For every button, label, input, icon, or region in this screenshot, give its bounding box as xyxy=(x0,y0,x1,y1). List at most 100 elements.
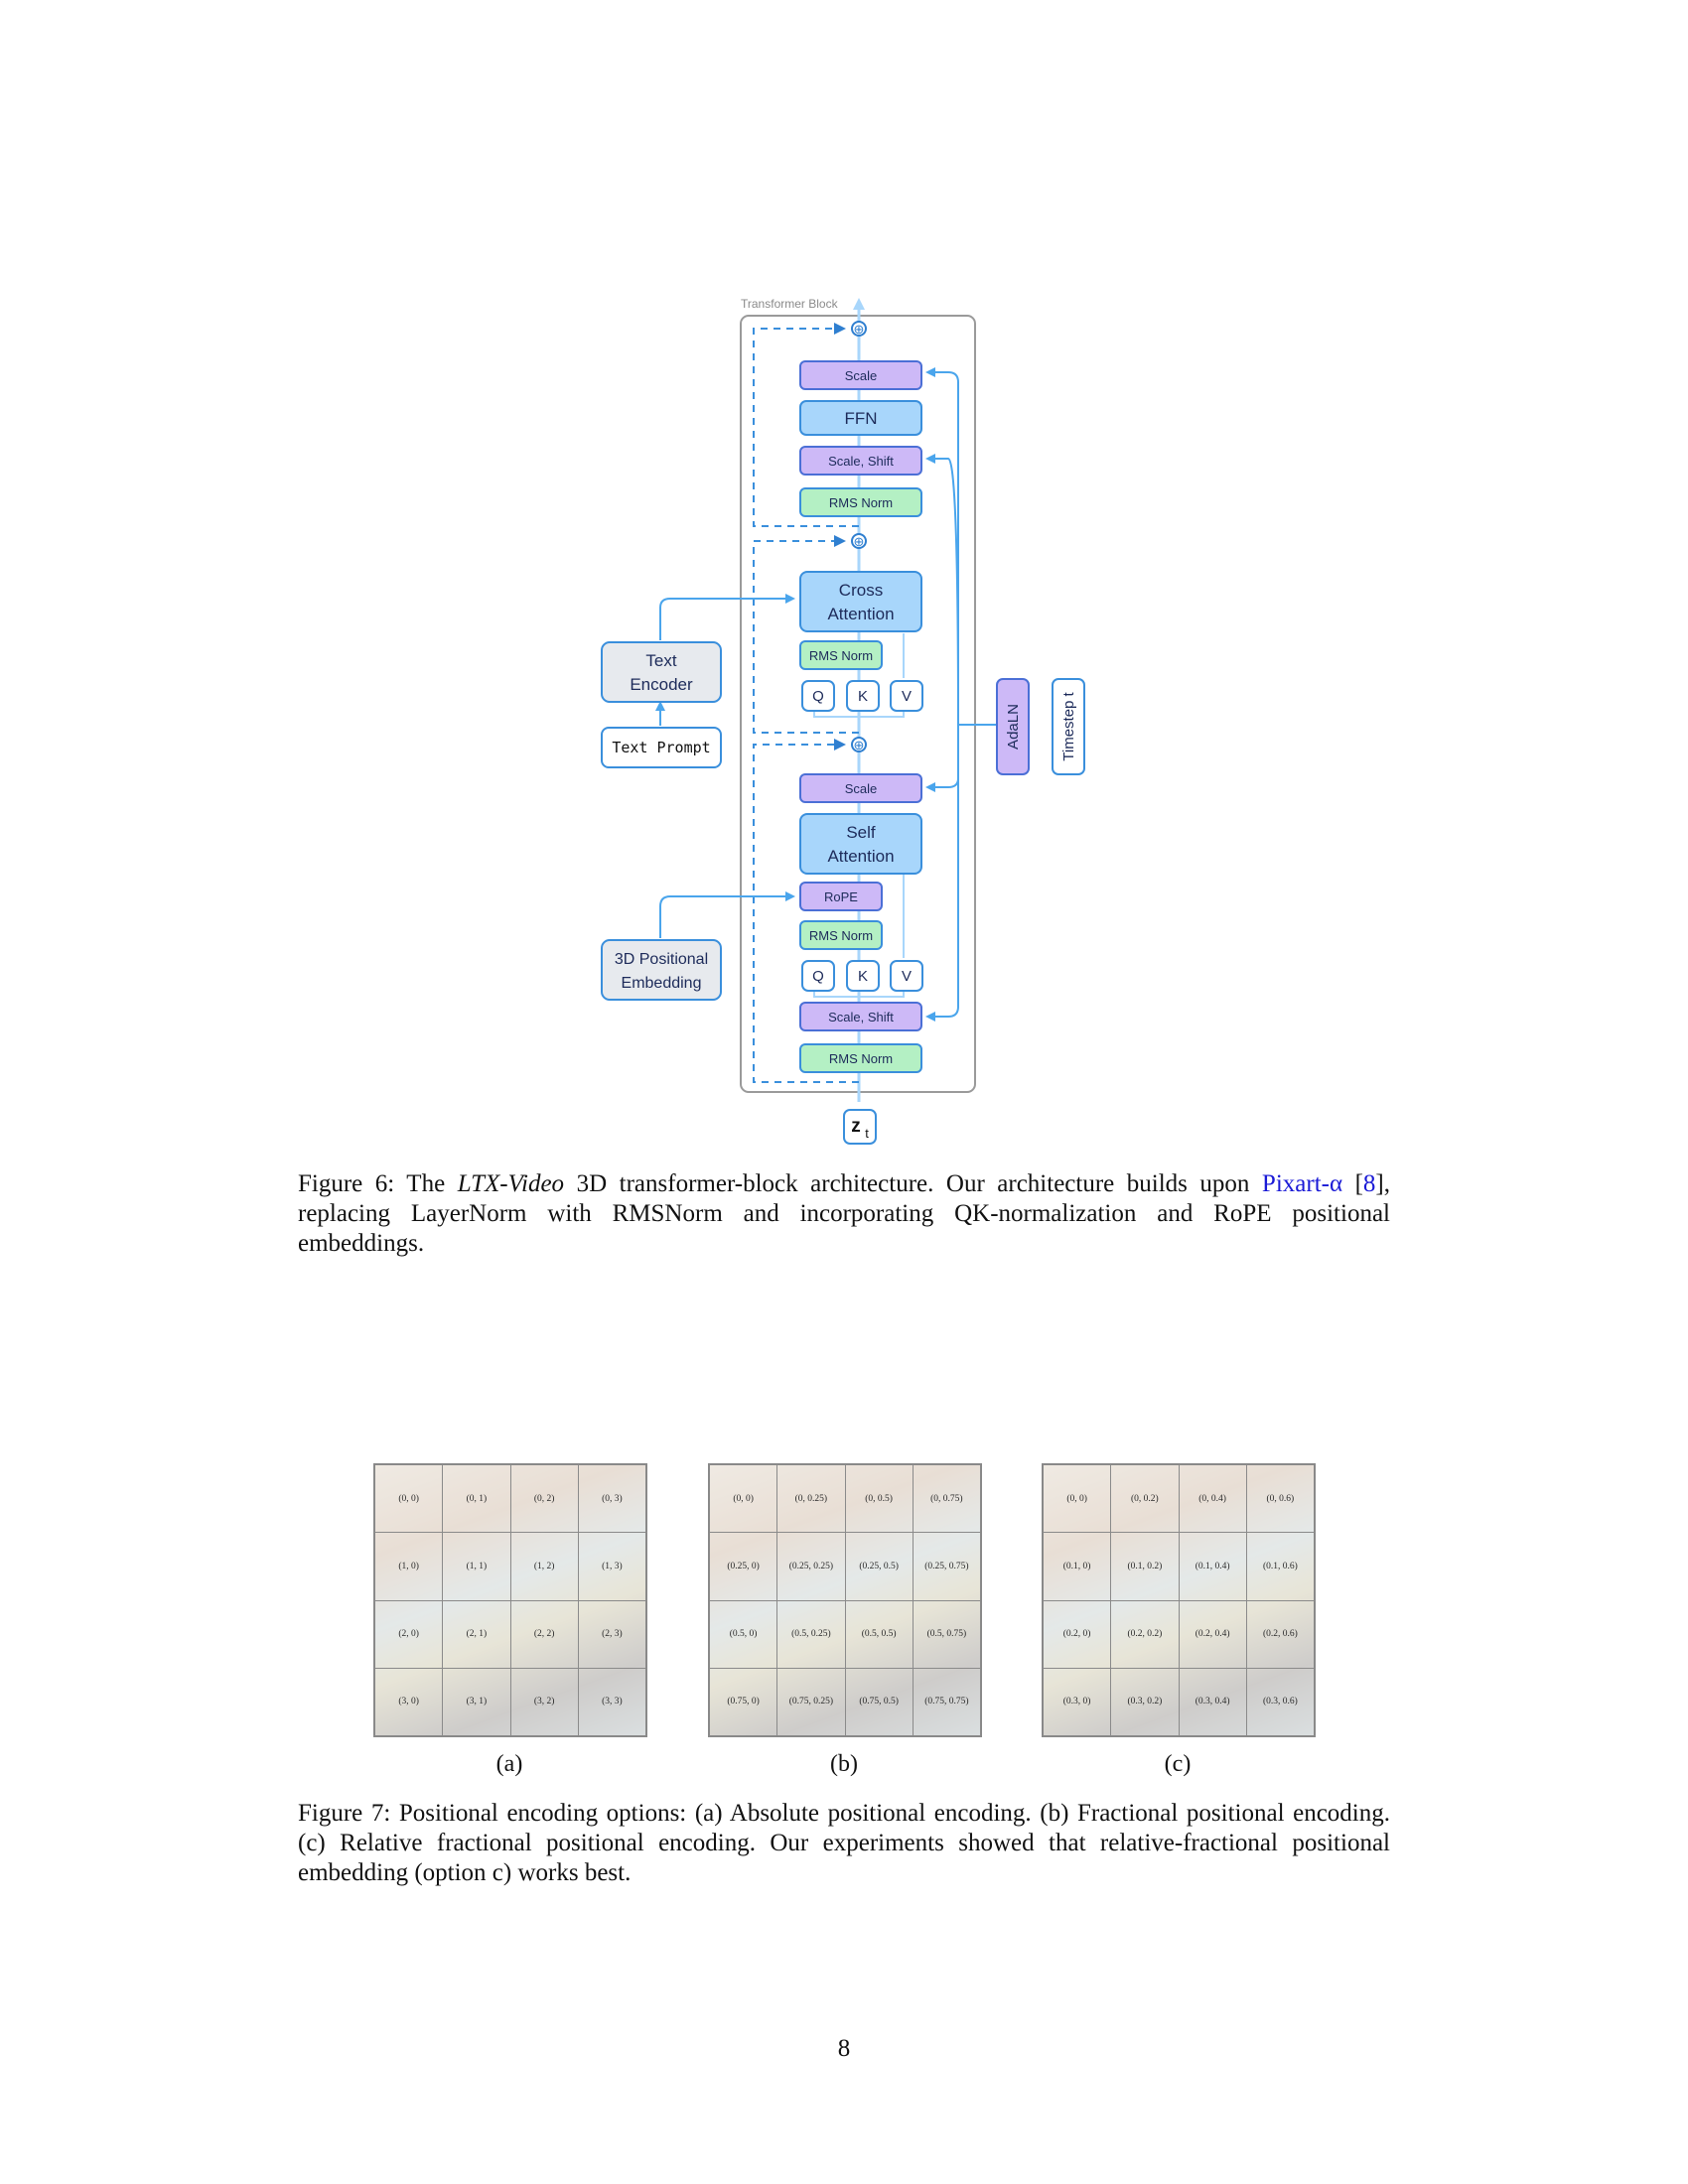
add-node-symbol: ⊕ xyxy=(854,534,865,549)
svg-text:V: V xyxy=(902,688,912,705)
citation-link[interactable]: 8 xyxy=(1362,1170,1376,1197)
self-v-box: V xyxy=(890,960,923,992)
grid-cell: (0.25, 0.75) xyxy=(912,1532,981,1601)
ffn-box: FFN xyxy=(799,400,922,436)
add-node-icon xyxy=(851,737,867,752)
svg-text:RMS Norm: RMS Norm xyxy=(809,928,873,943)
grid-cell: (1, 2) xyxy=(509,1532,579,1601)
grid-cell: (0, 0.4) xyxy=(1178,1464,1247,1534)
grid-cell: (2, 2) xyxy=(509,1599,579,1669)
bottom-rms-norm-box: RMS Norm xyxy=(799,1043,922,1073)
svg-text:z: z xyxy=(851,1116,861,1137)
grid-cell: (0.5, 0.25) xyxy=(776,1599,846,1669)
svg-text:Attention: Attention xyxy=(827,847,894,866)
svg-text:Q: Q xyxy=(812,688,824,705)
grid-cell: (0.75, 0.25) xyxy=(776,1667,846,1736)
grid-cell: (0, 0.6) xyxy=(1245,1464,1315,1534)
grid-b-table: (0, 0)(0, 0.25)(0, 0.5)(0, 0.75) (0.25, … xyxy=(709,1464,981,1736)
grid-cell: (0, 3) xyxy=(577,1464,646,1534)
grid-cell: (0.25, 0.25) xyxy=(776,1532,846,1601)
grid-cell: (0.75, 0.5) xyxy=(844,1667,914,1736)
grid-a: (0, 0)(0, 1)(0, 2)(0, 3) (1, 0)(1, 1)(1,… xyxy=(373,1463,647,1737)
grid-cell: (0, 0.2) xyxy=(1110,1464,1180,1534)
self-k-box: K xyxy=(846,960,880,992)
grid-cell: (0, 0.5) xyxy=(844,1464,914,1534)
svg-text:Attention: Attention xyxy=(827,605,894,623)
side-input-arrows xyxy=(655,594,795,938)
self-attention-box: Self Attention xyxy=(799,813,922,875)
svg-text:V: V xyxy=(902,968,912,985)
svg-text:Scale: Scale xyxy=(845,368,878,383)
subfigure-label-c: (c) xyxy=(1164,1751,1192,1777)
grid-cell: (3, 3) xyxy=(577,1667,646,1736)
cross-k-box: K xyxy=(846,680,880,712)
svg-text:RMS Norm: RMS Norm xyxy=(809,648,873,663)
grid-cell: (0.75, 0.75) xyxy=(912,1667,981,1736)
page-number: 8 xyxy=(837,2035,851,2062)
cross-v-box: V xyxy=(890,680,923,712)
grid-cell: (0, 0) xyxy=(1043,1464,1112,1534)
svg-text:RMS Norm: RMS Norm xyxy=(829,1051,893,1066)
grid-a-table: (0, 0)(0, 1)(0, 2)(0, 3) (1, 0)(1, 1)(1,… xyxy=(374,1464,646,1736)
positional-embedding-box: 3D Positional Embedding xyxy=(601,939,722,1001)
pixart-link[interactable]: Pixart-α xyxy=(1261,1170,1343,1197)
grid-b: (0, 0)(0, 0.25)(0, 0.5)(0, 0.75) (0.25, … xyxy=(708,1463,982,1737)
text-encoder-box: Text Encoder xyxy=(601,641,722,703)
svg-text:Scale, Shift: Scale, Shift xyxy=(828,1010,894,1024)
add-nodes: ⊕ ⊕ ⊕ xyxy=(851,321,867,752)
grid-cell: (0.3, 0.2) xyxy=(1110,1667,1180,1736)
grid-cell: (2, 1) xyxy=(442,1599,511,1669)
subfigure-label-b: (b) xyxy=(830,1751,858,1777)
add-node-symbol: ⊕ xyxy=(854,322,865,337)
text-prompt-box: Text Prompt xyxy=(601,727,722,768)
grid-cell: (0.2, 0.2) xyxy=(1110,1599,1180,1669)
svg-text:Text Prompt: Text Prompt xyxy=(612,739,710,756)
svg-text:Embedding: Embedding xyxy=(622,975,702,992)
subfigure-label-a: (a) xyxy=(495,1751,523,1777)
grid-cell: (0.1, 0.2) xyxy=(1110,1532,1180,1601)
ffn-scale-shift-box: Scale, Shift xyxy=(799,446,922,476)
svg-text:FFN: FFN xyxy=(844,409,877,428)
caption-model-name: LTX-Video xyxy=(457,1170,565,1197)
self-rms-norm-box: RMS Norm xyxy=(799,920,883,950)
grid-cell: (3, 1) xyxy=(442,1667,511,1736)
grid-cell: (1, 0) xyxy=(374,1532,444,1601)
grid-cell: (0.5, 0.75) xyxy=(912,1599,981,1669)
grid-c-table: (0, 0)(0, 0.2)(0, 0.4)(0, 0.6) (0.1, 0)(… xyxy=(1043,1464,1315,1736)
grid-cell: (0, 0.25) xyxy=(776,1464,846,1534)
svg-text:Encoder: Encoder xyxy=(630,675,693,694)
grid-cell: (0.1, 0.6) xyxy=(1245,1532,1315,1601)
grid-cell: (0, 1) xyxy=(442,1464,511,1534)
grid-cell: (0.5, 0) xyxy=(709,1599,778,1669)
cross-q-box: Q xyxy=(801,680,835,712)
self-q-box: Q xyxy=(801,960,835,992)
svg-text:RMS Norm: RMS Norm xyxy=(829,495,893,510)
transformer-block-diagram: Transformer Block ⊕ ⊕ ⊕ xyxy=(601,297,1085,1145)
grid-cell: (1, 1) xyxy=(442,1532,511,1601)
grid-cell: (0, 0) xyxy=(374,1464,444,1534)
adaln-box: AdaLN xyxy=(996,678,1030,775)
svg-text:K: K xyxy=(858,688,868,705)
self-scale-box: Scale xyxy=(799,773,922,803)
add-node-symbol: ⊕ xyxy=(854,738,865,752)
add-node-icon xyxy=(851,321,867,337)
figure7-caption: Figure 7: Positional encoding options: (… xyxy=(298,1800,1390,1886)
grid-cell: (0.25, 0) xyxy=(709,1532,778,1601)
svg-text:RoPE: RoPE xyxy=(824,889,858,904)
svg-text:AdaLN: AdaLN xyxy=(1005,704,1022,750)
svg-text:Self: Self xyxy=(846,823,876,842)
svg-text:Cross: Cross xyxy=(839,581,883,600)
grid-cell: (0.2, 0.6) xyxy=(1245,1599,1315,1669)
grid-c: (0, 0)(0, 0.2)(0, 0.4)(0, 0.6) (0.1, 0)(… xyxy=(1042,1463,1316,1737)
svg-text:Timestep t: Timestep t xyxy=(1060,691,1077,760)
svg-text:K: K xyxy=(858,968,868,985)
figure6-caption: Figure 6: The LTX-Video 3D transformer-b… xyxy=(298,1169,1390,1259)
grid-cell: (1, 3) xyxy=(577,1532,646,1601)
grid-cell: (0.5, 0.5) xyxy=(844,1599,914,1669)
caption-prefix: Figure 6: The xyxy=(298,1170,458,1197)
ffn-rms-norm-box: RMS Norm xyxy=(799,487,922,517)
grid-cell: (0.3, 0.6) xyxy=(1245,1667,1315,1736)
grid-cell: (0.25, 0.5) xyxy=(844,1532,914,1601)
adaln-connectors xyxy=(925,367,996,1022)
grid-cell: (0, 0.75) xyxy=(912,1464,981,1534)
